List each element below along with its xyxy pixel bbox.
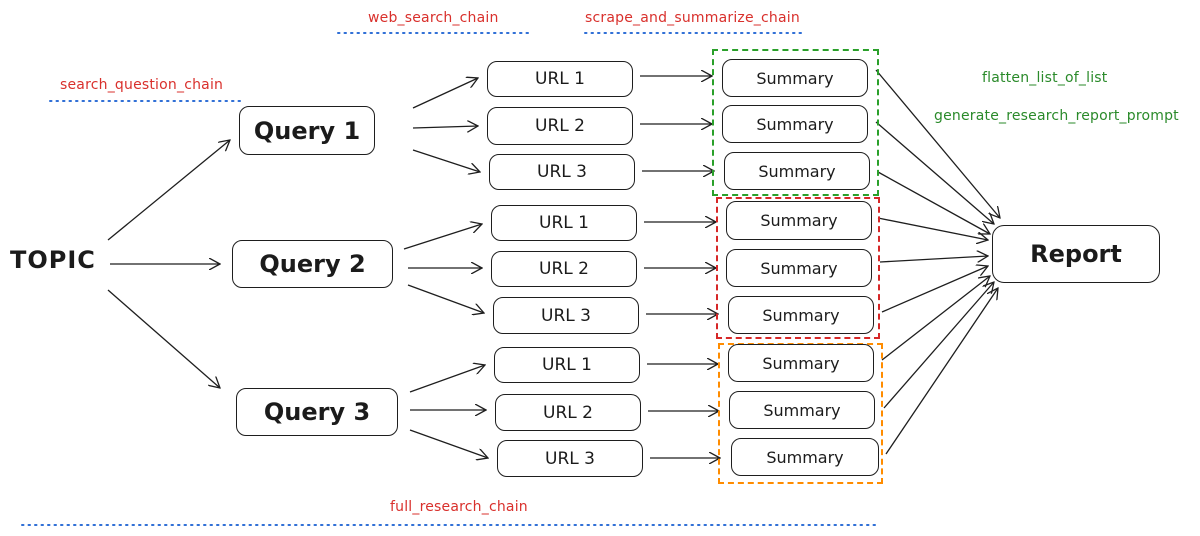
arrows [107,69,1000,458]
arrow-6 [412,149,480,172]
arrow-27 [881,266,988,313]
arrow-25 [877,217,988,240]
url-node-q3-3: URL 3 [497,440,643,477]
url-node-q1-1: URL 1 [487,61,633,97]
summary-group-query-1 [712,49,879,196]
summary-node-q1-2: Summary [722,105,868,143]
arrow-4 [412,78,478,109]
query-node-1: Query 1 [239,106,375,155]
summary-node-q2-3: Summary [728,296,874,334]
summary-node-q3-1: Summary [728,344,874,382]
summary-node-q3-3: Summary [731,438,879,476]
arrow-28 [881,276,990,361]
url-node-q3-1: URL 1 [494,347,640,383]
summary-node-q1-3: Summary [724,152,870,190]
summary-node-q2-1: Summary [726,201,872,240]
report-node: Report [992,225,1160,283]
arrow-30 [885,288,998,455]
arrow-22 [875,69,1000,218]
arrow-26 [879,256,988,263]
arrow-10 [409,365,485,393]
label-generate-research-report-prompt: generate_research_report_prompt [934,108,1179,124]
label-web-search-chain: web_search_chain [368,10,499,26]
label-scrape-and-summarize-chain: scrape_and_summarize_chain [585,10,800,26]
summary-group-query-2 [716,197,880,339]
arrow-12 [409,429,488,458]
arrow-29 [883,282,994,409]
arrow-23 [875,121,994,224]
label-full-research-chain: full_research_chain [390,499,528,515]
url-node-q2-2: URL 2 [491,251,637,287]
query-node-2: Query 2 [232,240,393,288]
url-node-q2-3: URL 3 [493,297,639,334]
url-node-q1-3: URL 3 [489,154,635,190]
arrow-3 [107,289,220,388]
label-search-question-chain: search_question_chain [60,77,224,93]
url-node-q2-1: URL 1 [491,205,637,241]
topic-node: TOPIC [10,246,96,274]
arrow-5 [412,126,478,128]
arrow-24 [877,171,990,234]
query-node-3: Query 3 [236,388,398,436]
dotted-underlines [21,32,876,526]
arrow-9 [407,284,484,313]
summary-node-q3-2: Summary [729,391,875,429]
label-flatten-list-of-list: flatten_list_of_list [982,70,1108,86]
arrow-1 [107,140,230,241]
summary-node-q1-1: Summary [722,59,868,97]
url-node-q1-2: URL 2 [487,107,633,145]
summary-node-q2-2: Summary [726,249,872,287]
url-node-q3-2: URL 2 [495,394,641,431]
arrow-7 [403,224,482,250]
